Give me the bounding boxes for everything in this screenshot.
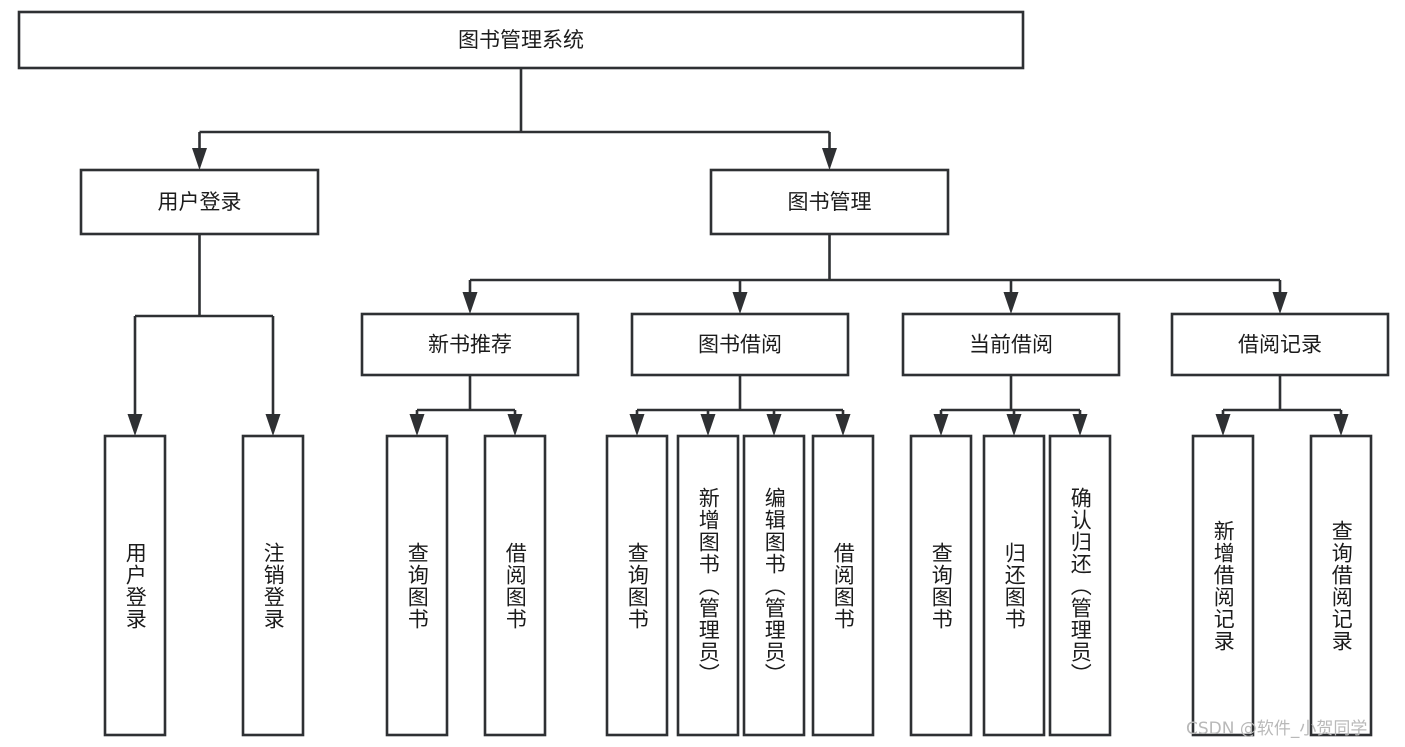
- node-label-user-login: 用户登录: [158, 190, 242, 214]
- node-box-leaf-logout[interactable]: [241, 434, 305, 737]
- arrow-head-leaf-add-record: [1215, 414, 1231, 436]
- node-label-book-manage: 图书管理: [788, 190, 872, 214]
- arrow-head-new-book-rec: [462, 292, 478, 314]
- arrow-head-leaf-borrow-book-rec: [507, 414, 523, 436]
- arrow-head-leaf-add-book: [700, 414, 716, 436]
- arrow-head-borrow-record: [1272, 292, 1288, 314]
- node-box-leaf-confirm-return[interactable]: [1048, 434, 1112, 737]
- arrow-head-leaf-logout: [265, 414, 281, 436]
- node-box-book-borrow[interactable]: [630, 312, 850, 377]
- arrow-head-book-borrow: [732, 292, 748, 314]
- node-box-current-borrow[interactable]: [901, 312, 1121, 377]
- node-box-leaf-query-book-cur[interactable]: [909, 434, 973, 737]
- arrow-head-leaf-borrow-book: [835, 414, 851, 436]
- node-label-borrow-record: 借阅记录: [1238, 333, 1322, 357]
- node-box-leaf-query-book-borrow[interactable]: [605, 434, 669, 737]
- arrow-head-leaf-return-book: [1006, 414, 1022, 436]
- node-box-leaf-borrow-book[interactable]: [811, 434, 875, 737]
- node-box-user-login[interactable]: [79, 168, 320, 236]
- node-box-leaf-add-book[interactable]: [676, 434, 740, 737]
- arrow-head-leaf-query-record: [1333, 414, 1349, 436]
- node-label-book-borrow: 图书借阅: [698, 333, 782, 357]
- node-label-new-book-rec: 新书推荐: [428, 333, 512, 357]
- arrow-head-leaf-confirm-return: [1072, 414, 1088, 436]
- arrow-head-leaf-query-book-rec: [409, 414, 425, 436]
- node-box-leaf-borrow-book-rec[interactable]: [483, 434, 547, 737]
- arrow-head-leaf-user-login: [127, 414, 143, 436]
- arrow-head-leaf-edit-book: [766, 414, 782, 436]
- node-label-root: 图书管理系统: [458, 28, 584, 52]
- node-box-leaf-query-book-rec[interactable]: [385, 434, 449, 737]
- node-box-leaf-user-login[interactable]: [103, 434, 167, 737]
- connectors-layer: [127, 68, 1349, 436]
- arrow-head-user-login: [192, 148, 207, 170]
- node-label-current-borrow: 当前借阅: [969, 333, 1053, 357]
- node-box-borrow-record[interactable]: [1170, 312, 1390, 377]
- arrow-head-book-manage: [822, 148, 837, 170]
- node-box-leaf-edit-book[interactable]: [742, 434, 806, 737]
- node-box-leaf-return-book[interactable]: [982, 434, 1046, 737]
- node-box-new-book-rec[interactable]: [360, 312, 580, 377]
- boxes-layer: [17, 10, 1390, 737]
- node-box-root[interactable]: [17, 10, 1025, 70]
- node-box-leaf-query-record[interactable]: [1309, 434, 1373, 737]
- arrow-head-leaf-query-book-cur: [933, 414, 949, 436]
- node-box-leaf-add-record[interactable]: [1191, 434, 1255, 737]
- node-box-book-manage[interactable]: [709, 168, 950, 236]
- arrow-head-current-borrow: [1003, 292, 1019, 314]
- arrow-head-leaf-query-book-borrow: [629, 414, 645, 436]
